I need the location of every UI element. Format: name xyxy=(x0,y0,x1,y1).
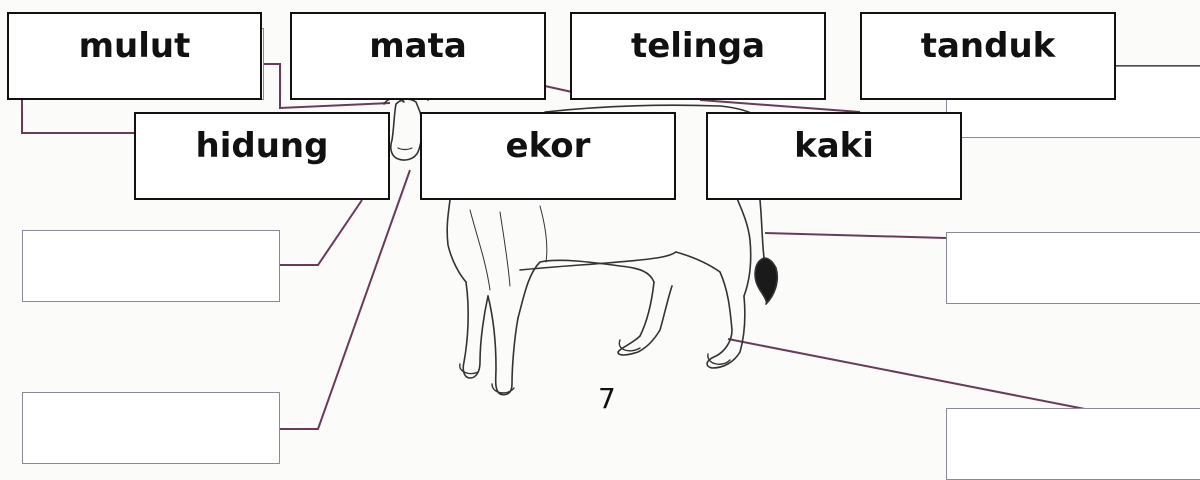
cow-hoof-back xyxy=(618,339,641,352)
word-card-tanduk[interactable]: tanduk xyxy=(860,12,1116,100)
cow-head xyxy=(390,98,423,161)
word-card-ekor[interactable]: ekor xyxy=(420,112,676,200)
leader-line-left-top xyxy=(21,100,135,134)
leader-line-ekor xyxy=(272,169,411,430)
word-card-telinga[interactable]: telinga xyxy=(570,12,826,100)
leader-line-telinga xyxy=(544,85,573,93)
leader-line-mulut xyxy=(262,63,391,110)
leader-line-tail xyxy=(764,232,947,239)
answer-box-left-bottom[interactable] xyxy=(22,392,280,464)
word-card-hidung[interactable]: hidung xyxy=(134,112,390,200)
answer-box-left-middle[interactable] xyxy=(22,230,280,302)
cow-body xyxy=(446,199,467,283)
leader-lines xyxy=(21,63,1200,430)
cow-hoof-front xyxy=(459,363,479,375)
answer-box-right-bottom[interactable] xyxy=(946,408,1200,480)
cow-tail xyxy=(759,199,765,259)
word-card-kaki[interactable]: kaki xyxy=(706,112,962,200)
page-number: 7 xyxy=(598,382,616,415)
answer-box-right-middle[interactable] xyxy=(946,232,1200,304)
word-card-mata[interactable]: mata xyxy=(290,12,546,100)
cow-back xyxy=(544,104,761,119)
word-card-mulut[interactable]: mulut xyxy=(7,12,262,100)
cow-tail-tuft xyxy=(754,257,779,305)
leader-line-hoof xyxy=(727,338,1091,411)
cow-belly xyxy=(519,251,677,271)
leader-line-hidung xyxy=(280,199,363,266)
cow-rump xyxy=(735,195,752,297)
leader-line-tanduk xyxy=(699,99,861,113)
